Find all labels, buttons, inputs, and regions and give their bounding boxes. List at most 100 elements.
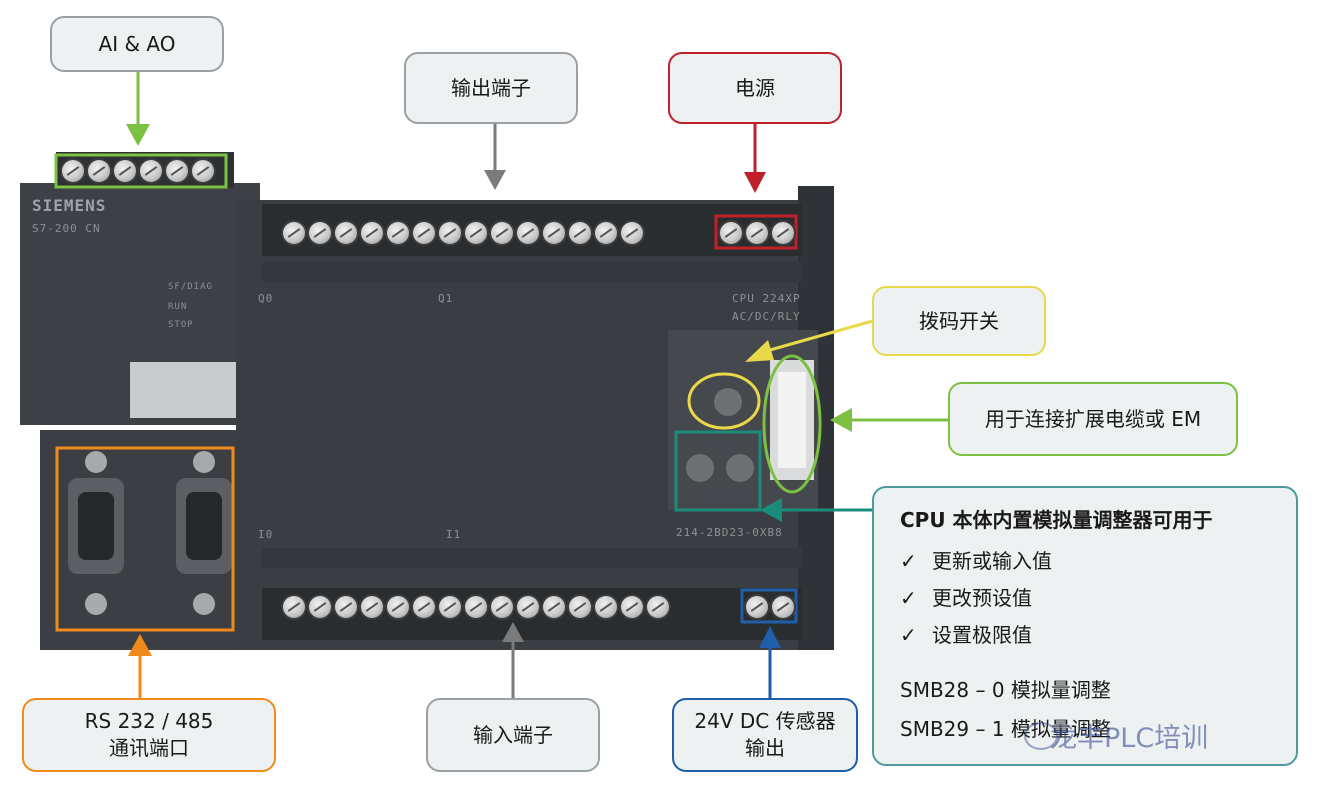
- terminal-screw: [361, 596, 383, 618]
- terminal-screw: [283, 596, 305, 618]
- terminal-screw: [62, 160, 84, 182]
- rs-port-label-line2: 通讯端口: [109, 736, 189, 760]
- info-item-text: 更改预设值: [932, 586, 1032, 610]
- check-icon: ✓: [900, 549, 917, 573]
- dip-arrow: [745, 318, 877, 362]
- output-arrow: [484, 124, 506, 190]
- terminal-screw: [491, 596, 513, 618]
- pot-highlight: [674, 430, 762, 512]
- terminal-screw: [114, 160, 136, 182]
- dip-switch-callout: 拨码开关: [872, 286, 1046, 356]
- plc-status-sf: SF/DIAG: [168, 282, 213, 292]
- info-item: ✓ 更新或输入值: [900, 545, 1270, 574]
- output-terminals: [283, 222, 643, 244]
- terminal-screw: [413, 596, 435, 618]
- ai-ao-highlight: [54, 153, 228, 189]
- output-terminal-callout: 输出端子: [404, 52, 578, 124]
- sensor-label-line2: 输出: [745, 736, 785, 760]
- sensor-callout: 24V DC 传感器 输出: [672, 698, 858, 772]
- plc-label-sticker: [130, 362, 236, 418]
- terminal-screw: [491, 222, 513, 244]
- plc-status-stop: STOP: [168, 320, 194, 330]
- terminal-screw: [387, 222, 409, 244]
- terminal-screw: [595, 222, 617, 244]
- ai-ao-arrow: [126, 72, 150, 146]
- plc-status-run: RUN: [168, 302, 188, 312]
- terminal-screw: [543, 596, 565, 618]
- terminal-screw: [772, 222, 794, 244]
- sensor-arrow: [759, 626, 781, 700]
- ai-ao-terminals: [62, 160, 214, 182]
- info-item-text: 设置极限值: [932, 623, 1032, 647]
- smb29-line: SMB29 – 1 模拟量调整: [900, 717, 1111, 741]
- rs-port-label-line1: RS 232 / 485: [84, 709, 214, 733]
- rs-port-callout: RS 232 / 485 通讯端口: [22, 698, 276, 772]
- terminal-screw: [569, 222, 591, 244]
- dip-highlight: [687, 372, 761, 430]
- info-item-text: 更新或输入值: [932, 549, 1052, 573]
- input-terminals: [283, 596, 669, 618]
- dip-switch-label: 拨码开关: [919, 308, 999, 333]
- terminal-screw: [309, 222, 331, 244]
- terminal-screw: [621, 596, 643, 618]
- output-terminal-label: 输出端子: [451, 75, 531, 100]
- input-arrow: [502, 622, 524, 700]
- pot-arrow: [760, 498, 872, 522]
- plc-power-type: AC/DC/RLY: [732, 310, 801, 323]
- expansion-highlight: [762, 354, 822, 494]
- terminal-screw: [140, 160, 162, 182]
- comm-highlight: [55, 446, 235, 632]
- ai-ao-callout: AI & AO: [50, 16, 224, 72]
- terminal-screw: [335, 222, 357, 244]
- plc-model: CPU 224XP: [732, 292, 801, 305]
- plc-i1-label: I1: [446, 528, 462, 541]
- input-terminal-callout: 输入端子: [426, 698, 600, 772]
- power-arrow: [744, 124, 766, 193]
- ai-ao-label: AI & AO: [98, 31, 176, 56]
- plc-series: S7-200 CN: [32, 222, 101, 235]
- power-highlight: [714, 214, 798, 250]
- terminal-screw: [647, 596, 669, 618]
- analog-adjuster-info-box: CPU 本体内置模拟量调整器可用于 ✓更新或输入值 ✓更改预设值 ✓设置极限值 …: [872, 486, 1298, 766]
- sensor-terminals: [746, 596, 794, 618]
- terminal-screw: [746, 222, 768, 244]
- plc-order-no: 214-2BD23-0XB8: [676, 526, 783, 539]
- plc-q0-label: Q0: [258, 292, 274, 305]
- terminal-screw: [517, 222, 539, 244]
- terminal-screw: [387, 596, 409, 618]
- plc-brand: SIEMENS: [32, 196, 107, 215]
- info-title: CPU 本体内置模拟量调整器可用于: [900, 508, 1213, 532]
- terminal-screw: [309, 596, 331, 618]
- terminal-screw: [621, 222, 643, 244]
- plc-q1-label: Q1: [438, 292, 454, 305]
- terminal-screw: [772, 596, 794, 618]
- terminal-screw: [595, 596, 617, 618]
- check-icon: ✓: [900, 586, 917, 610]
- terminal-screw: [517, 596, 539, 618]
- power-terminals: [720, 222, 794, 244]
- terminal-screw: [465, 596, 487, 618]
- info-item: ✓设置极限值: [900, 619, 1270, 648]
- analog-pot-1: [726, 454, 754, 482]
- plc-i0-label: I0: [258, 528, 274, 541]
- terminal-screw: [746, 596, 768, 618]
- power-callout: 电源: [668, 52, 842, 124]
- comm-arrow: [128, 634, 152, 700]
- terminal-screw: [166, 160, 188, 182]
- sensor-label-line1: 24V DC 传感器: [694, 709, 836, 733]
- terminal-screw: [465, 222, 487, 244]
- terminal-screw: [569, 596, 591, 618]
- watermark: 龙丰PLC培训: [1050, 723, 1209, 754]
- expansion-callout: 用于连接扩展电缆或 EM: [948, 382, 1238, 456]
- analog-pot-0: [686, 454, 714, 482]
- terminal-screw: [720, 222, 742, 244]
- smb28-line: SMB28 – 0 模拟量调整: [900, 678, 1111, 702]
- info-item: ✓ 更改预设值: [900, 582, 1270, 611]
- dip-switch-knob: [714, 388, 742, 416]
- power-label: 电源: [735, 75, 775, 100]
- terminal-screw: [192, 160, 214, 182]
- input-terminal-label: 输入端子: [473, 722, 553, 747]
- sensor-highlight: [740, 588, 798, 624]
- terminal-screw: [283, 222, 305, 244]
